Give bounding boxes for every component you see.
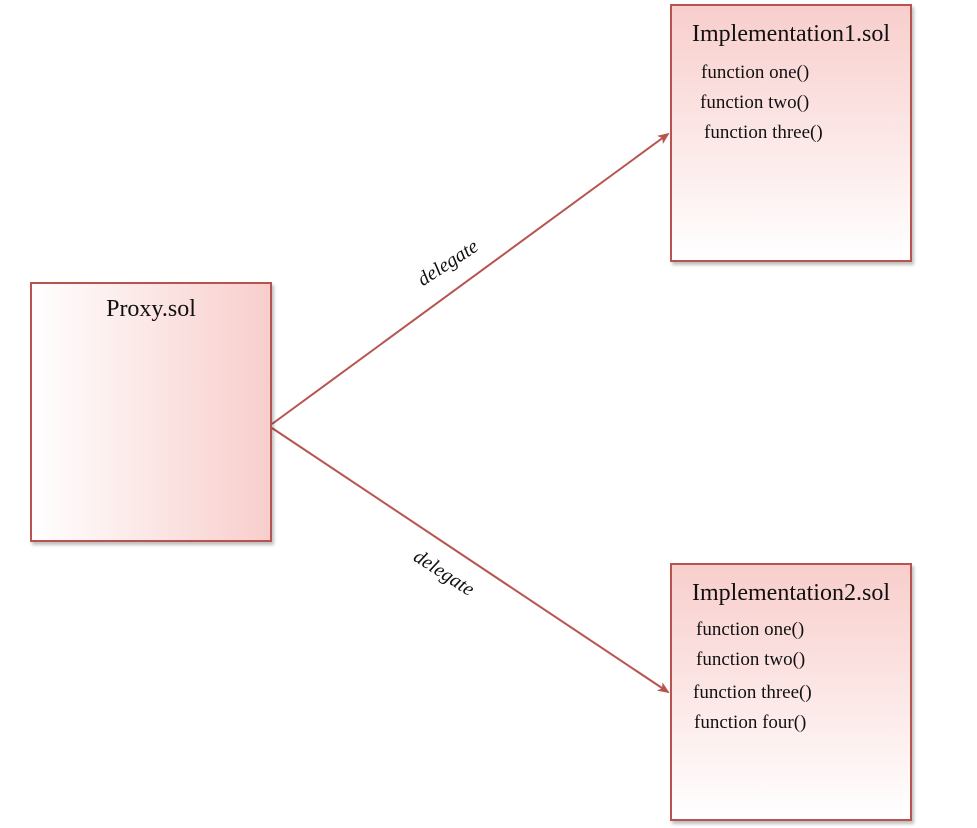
edge-proxy-to-impl1: [271, 132, 670, 425]
implementation1-contract-node[interactable]: Implementation1.sol function one() funct…: [670, 4, 912, 262]
edge-proxy-to-impl2: [271, 427, 670, 694]
implementation2-contract-node[interactable]: Implementation2.sol function one() funct…: [670, 563, 912, 821]
edge-label-delegate-top: delegate: [413, 235, 483, 291]
function-item: function one(): [701, 62, 810, 83]
function-item: function three(): [704, 122, 823, 143]
edge-label-delegate-bottom: delegate: [409, 545, 479, 601]
implementation1-function-list: function one() function two() function t…: [672, 58, 910, 148]
proxy-contract-node[interactable]: Proxy.sol: [30, 282, 272, 542]
function-item: function two(): [700, 92, 810, 113]
proxy-contract-title: Proxy.sol: [106, 296, 196, 322]
implementation1-contract-title: Implementation1.sol: [692, 21, 890, 47]
function-item: function four(): [694, 712, 807, 733]
implementation2-contract-title: Implementation2.sol: [692, 580, 890, 606]
function-item: function two(): [696, 649, 806, 670]
function-item: function one(): [696, 619, 805, 640]
implementation2-function-list: function one() function two() function t…: [672, 615, 910, 738]
function-item: function three(): [693, 682, 812, 703]
